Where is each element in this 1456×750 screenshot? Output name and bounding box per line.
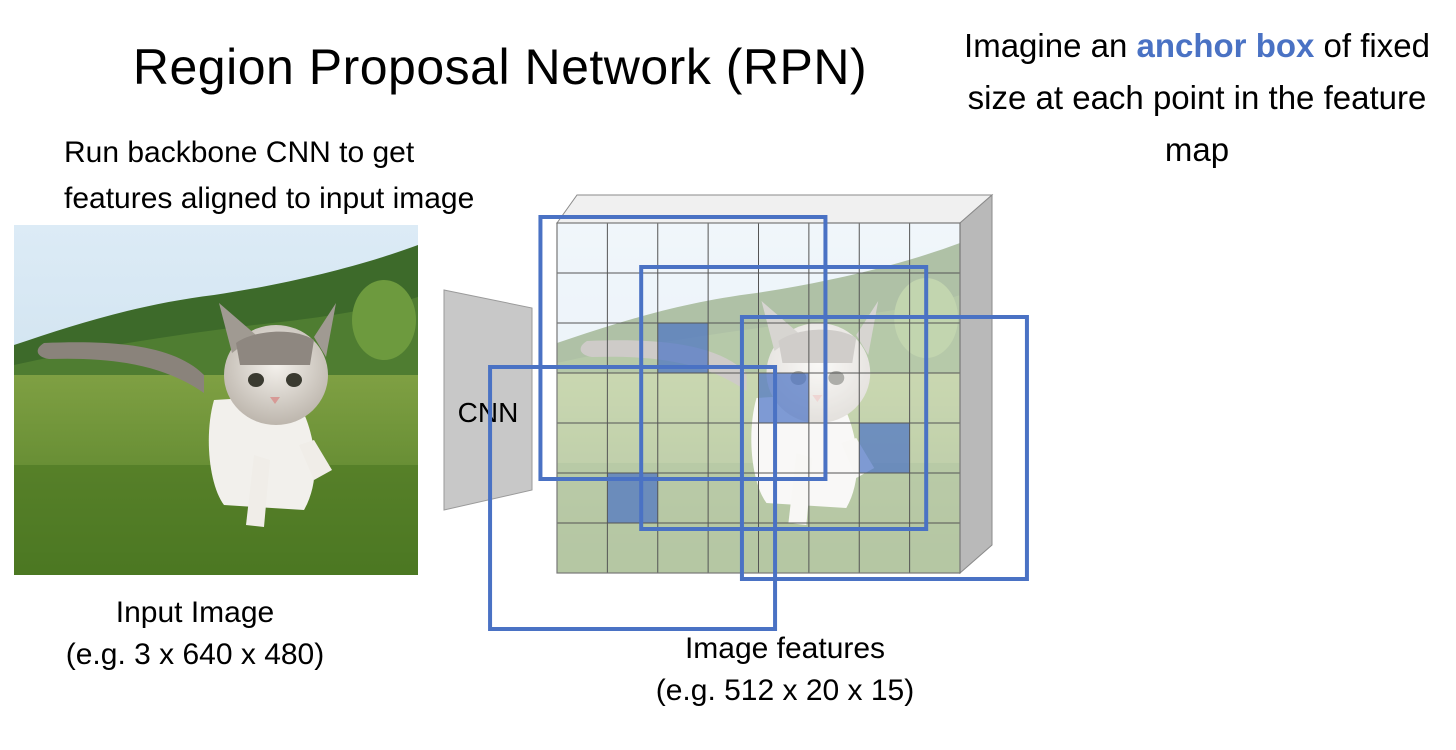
anchor-boxes — [488, 215, 1029, 631]
anchor-box — [739, 315, 1029, 581]
anchor-center-cell — [859, 423, 910, 473]
input-image — [14, 225, 418, 575]
feature-grid — [557, 223, 960, 573]
input-caption-line2: (e.g. 3 x 640 x 480) — [65, 638, 325, 671]
features-caption-line1: Image features — [684, 632, 886, 665]
anchor-note-suffix: of fixed size at each point in the featu… — [967, 27, 1430, 168]
feature-map-face — [556, 222, 961, 574]
features-caption-line2: (e.g. 512 x 20 x 15) — [655, 674, 915, 707]
anchor-box-highlight: anchor box — [1136, 27, 1315, 64]
highlighted-cells — [607, 323, 910, 523]
input-image-caption: Input Image (e.g. 3 x 640 x 480) — [20, 592, 370, 676]
image-features-caption: Image features (e.g. 512 x 20 x 15) — [620, 628, 950, 712]
cnn-block: CNN — [443, 289, 533, 511]
anchor-box — [538, 215, 828, 481]
backbone-note-line1: Run backbone CNN to get — [64, 136, 415, 169]
anchor-box — [488, 365, 778, 631]
anchor-center-cell — [758, 373, 809, 423]
anchor-center-cell — [607, 473, 658, 523]
anchor-note-prefix: Imagine an — [964, 27, 1137, 64]
feature-volume — [556, 193, 994, 575]
backbone-note: Run backbone CNN to get features aligned… — [64, 130, 474, 222]
page-title: Region Proposal Network (RPN) — [132, 39, 868, 95]
input-caption-line1: Input Image — [115, 596, 275, 629]
anchor-center-cell — [657, 323, 709, 373]
backbone-note-line2: features aligned to input image — [64, 182, 475, 215]
cnn-label: CNN — [458, 397, 519, 428]
anchor-box — [639, 265, 929, 531]
anchor-box-note: Imagine an anchor box of fixed size at e… — [962, 20, 1432, 176]
